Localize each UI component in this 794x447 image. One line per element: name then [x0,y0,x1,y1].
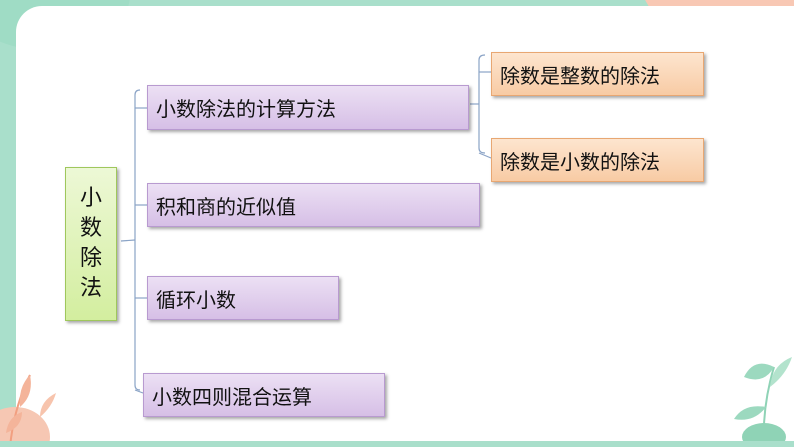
sub-node-divisor-integer: 除数是整数的除法 [491,52,704,96]
branch-node-approximation: 积和商的近似值 [147,183,480,227]
bottom-bar [0,441,794,447]
branch-node-calculation-methods: 小数除法的计算方法 [147,85,469,130]
branch-node-recurring-decimal: 循环小数 [147,276,339,320]
root-char: 法 [79,276,102,301]
root-char: 数 [79,216,102,241]
root-char: 除 [79,246,102,271]
sub-branch-label: 除数是小数的除法 [500,149,660,174]
sub-branch-label: 除数是整数的除法 [500,63,660,88]
branch-label: 小数除法的计算方法 [156,97,336,121]
branch-label: 循环小数 [156,287,236,312]
root-char: 小 [79,186,102,211]
sub-node-divisor-decimal: 除数是小数的除法 [491,138,704,182]
branch-node-mixed-operations: 小数四则混合运算 [143,373,385,417]
root-node: 小 数 除 法 [65,167,117,321]
leaf-decor-bottom-left [6,374,56,447]
branch-label: 积和商的近似值 [156,194,296,219]
branch-label: 小数四则混合运算 [152,384,312,409]
